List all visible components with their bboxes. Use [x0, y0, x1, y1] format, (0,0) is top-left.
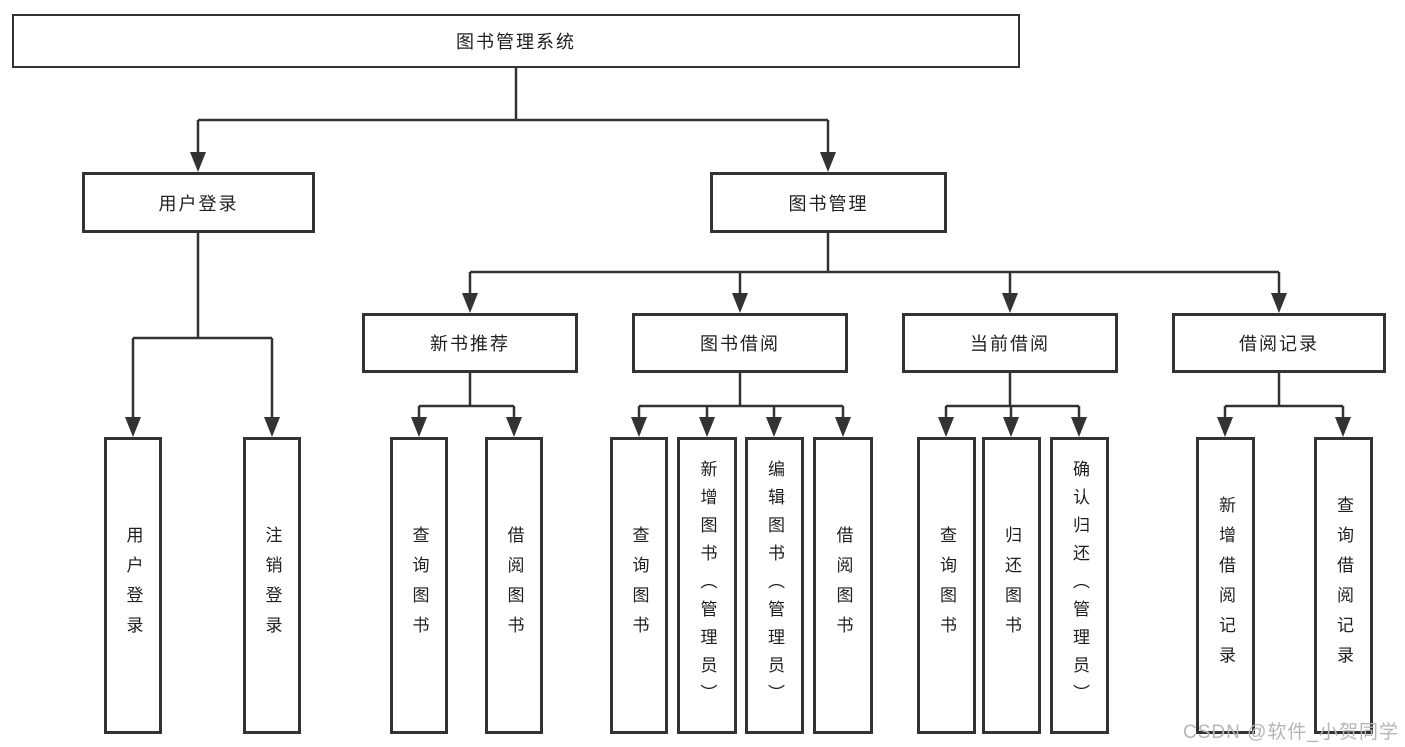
node-root: 图书管理系统 — [12, 14, 1020, 68]
connector-currentborrow-to-leaves — [938, 373, 1087, 437]
csdn-watermark: CSDN @软件_小贺同学 — [1183, 722, 1399, 743]
leaf-cb-confirm-return-admin-label: 确认归还（管理员） — [1070, 459, 1089, 712]
leaf-bb-add-books-admin: 新增图书（管理员） — [677, 437, 737, 734]
leaf-nb-query-books: 查询图书 — [390, 437, 448, 734]
node-book-borrowing-label: 图书借阅 — [700, 334, 780, 354]
connector-bookborrow-to-leaves — [631, 373, 851, 437]
node-book-management: 图书管理 — [710, 172, 947, 233]
leaf-bb-add-books-admin-label: 新增图书（管理员） — [697, 459, 717, 712]
connector-records-to-leaves — [1217, 373, 1351, 437]
node-user-login-label: 用户登录 — [158, 193, 239, 214]
node-borrowing-records: 借阅记录 — [1172, 313, 1386, 373]
leaf-bb-query-books: 查询图书 — [610, 437, 668, 734]
leaf-bb-borrow-books-label: 借阅图书 — [833, 525, 853, 646]
leaf-br-add-record: 新增借阅记录 — [1196, 437, 1255, 734]
connector-userlogin-to-leaves — [125, 233, 280, 437]
leaf-nb-borrow-books-label: 借阅图书 — [504, 525, 524, 646]
leaf-user-login-label: 用户登录 — [123, 525, 143, 646]
leaf-bb-edit-books-admin-label: 编辑图书（管理员） — [765, 459, 784, 712]
leaf-cb-return-books-label: 归还图书 — [1002, 525, 1021, 646]
leaf-nb-borrow-books: 借阅图书 — [485, 437, 543, 734]
leaf-bb-borrow-books: 借阅图书 — [813, 437, 873, 734]
node-borrowing-records-label: 借阅记录 — [1239, 334, 1319, 354]
node-current-borrowing-label: 当前借阅 — [970, 334, 1050, 354]
leaf-logout: 注销登录 — [243, 437, 301, 734]
node-new-book-recommendation-label: 新书推荐 — [430, 334, 510, 354]
connector-root-to-level2 — [190, 68, 836, 172]
leaf-br-add-record-label: 新增借阅记录 — [1216, 495, 1235, 676]
node-new-book-recommendation: 新书推荐 — [362, 313, 578, 373]
node-user-login: 用户登录 — [82, 172, 315, 233]
leaf-bb-query-books-label: 查询图书 — [629, 525, 649, 646]
connector-newbooks-to-leaves — [411, 373, 522, 437]
leaf-br-query-record-label: 查询借阅记录 — [1334, 495, 1353, 676]
node-book-borrowing: 图书借阅 — [632, 313, 848, 373]
node-book-management-label: 图书管理 — [788, 193, 869, 214]
connector-bookmgmt-to-level3 — [462, 233, 1287, 313]
leaf-cb-return-books: 归还图书 — [982, 437, 1041, 734]
leaf-nb-query-books-label: 查询图书 — [409, 525, 429, 646]
leaf-cb-query-books-label: 查询图书 — [937, 525, 956, 646]
node-current-borrowing: 当前借阅 — [902, 313, 1118, 373]
leaf-logout-label: 注销登录 — [262, 525, 282, 646]
leaf-bb-edit-books-admin: 编辑图书（管理员） — [745, 437, 804, 734]
leaf-user-login: 用户登录 — [104, 437, 162, 734]
leaf-cb-confirm-return-admin: 确认归还（管理员） — [1050, 437, 1109, 734]
node-root-label: 图书管理系统 — [456, 32, 576, 52]
leaf-br-query-record: 查询借阅记录 — [1314, 437, 1373, 734]
leaf-cb-query-books: 查询图书 — [917, 437, 976, 734]
